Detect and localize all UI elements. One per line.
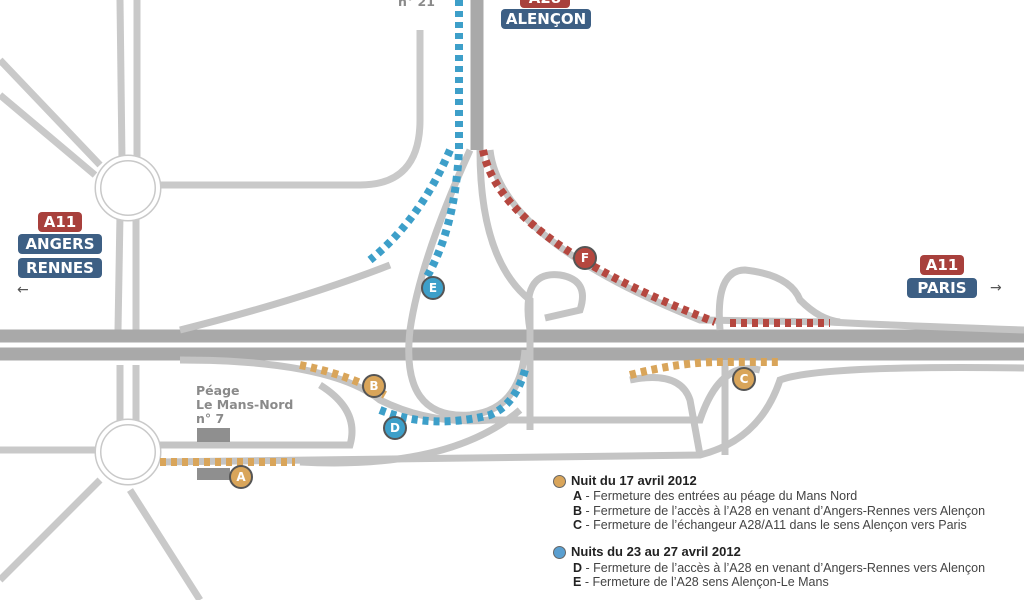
- legend-group-header: Nuit du 17 avril 2012: [553, 473, 985, 489]
- legend-item-text: - Fermeture des entrées au péage du Mans…: [582, 489, 858, 503]
- city-sign-angers: ANGERS: [18, 234, 102, 254]
- arrow-left-icon: ←: [17, 282, 29, 298]
- route-sign-a11-east: A11: [920, 255, 964, 275]
- city-sign-paris: PARIS: [907, 278, 977, 298]
- legend-item: B - Fermeture de l’accès à l’A28 en vena…: [553, 504, 985, 519]
- toll-booth: [197, 468, 230, 480]
- legend-item-text: - Fermeture de l’A28 sens Alençon-Le Man…: [581, 575, 829, 589]
- exit-number: n° 21: [398, 0, 435, 9]
- legend-item: A - Fermeture des entrées au péage du Ma…: [553, 489, 985, 504]
- toll-booth: [197, 428, 230, 442]
- toll-label-line: Péage: [196, 383, 240, 398]
- city-sign-alencon: ALENÇON: [501, 9, 591, 29]
- closure-red: [479, 149, 830, 327]
- toll-label: Péage Le Mans-Nord n° 7: [196, 384, 293, 426]
- legend-group-title: Nuit du 17 avril 2012: [571, 472, 697, 488]
- blue-dot-icon: [553, 546, 566, 559]
- legend: Nuit du 17 avril 2012 A - Fermeture des …: [553, 473, 985, 590]
- a11-highway: [0, 329, 1024, 361]
- toll-label-line: n° 7: [196, 411, 225, 426]
- legend-group-header: Nuits du 23 au 27 avril 2012: [553, 545, 985, 561]
- orange-dot-icon: [553, 474, 566, 488]
- legend-item: E - Fermeture de l’A28 sens Alençon-Le M…: [553, 575, 985, 590]
- closure-blue: [367, 0, 529, 426]
- legend-group-title: Nuits du 23 au 27 avril 2012: [571, 544, 741, 560]
- legend-item-text: - Fermeture de l’accès à l’A28 en venant…: [582, 503, 986, 518]
- marker-a: A: [229, 465, 253, 489]
- legend-item-text: - Fermeture de l’échangeur A28/A11 dans …: [582, 518, 967, 532]
- toll-label-line: Le Mans-Nord: [196, 397, 294, 412]
- city-sign-rennes: RENNES: [18, 258, 102, 278]
- route-sign-a28: A28: [520, 0, 570, 8]
- arrow-right-icon: →: [990, 280, 1002, 296]
- marker-e: E: [421, 276, 445, 300]
- legend-item-letter: D: [573, 560, 583, 575]
- marker-d: D: [383, 416, 407, 440]
- legend-item: D - Fermeture de l’accès à l’A28 en vena…: [553, 561, 985, 576]
- marker-c: C: [732, 367, 756, 391]
- legend-item-letter: C: [573, 518, 583, 532]
- legend-item-letter: A: [573, 489, 583, 503]
- legend-item: C - Fermeture de l’échangeur A28/A11 dan…: [553, 518, 985, 533]
- local-roads: [0, 0, 424, 600]
- legend-item-letter: E: [573, 575, 582, 589]
- legend-item-letter: B: [573, 503, 583, 518]
- ramps: [159, 148, 1024, 467]
- marker-b: B: [362, 374, 386, 398]
- marker-f: F: [573, 246, 597, 270]
- route-sign-a11-west: A11: [38, 212, 82, 232]
- legend-item-text: - Fermeture de l’accès à l’A28 en venant…: [582, 560, 986, 575]
